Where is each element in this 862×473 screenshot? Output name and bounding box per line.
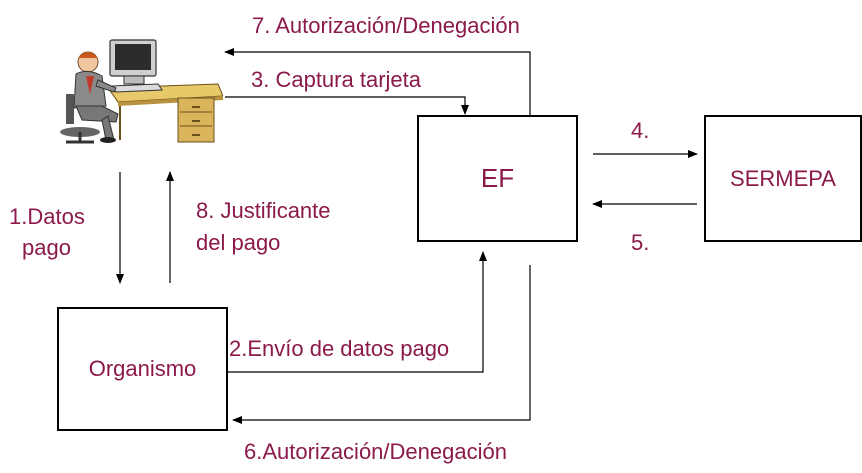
label-step3: 3. Captura tarjeta <box>251 67 421 92</box>
label-step8-line2: del pago <box>196 230 281 255</box>
sermepa-label: SERMEPA <box>730 165 836 191</box>
arrow-step6 <box>232 265 531 424</box>
sermepa-node: SERMEPA <box>704 115 862 242</box>
organismo-node: Organismo <box>57 307 228 431</box>
ef-label: EF <box>480 163 515 193</box>
label-step5: 5. <box>631 230 650 255</box>
organismo-label: Organismo <box>88 356 197 381</box>
arrow-step2 <box>228 251 487 373</box>
person-at-computer-icon <box>60 39 223 144</box>
label-step7: 7. Autorización/Denegación <box>252 13 520 38</box>
label-step6: 6.Autorización/Denegación <box>244 439 507 464</box>
label-step2: 2.Envío de datos pago <box>229 336 450 361</box>
label-step8-line1: 8. Justificante <box>196 198 331 223</box>
label-step1-line1: 1.Datos <box>9 204 85 229</box>
ef-node: EF <box>417 115 578 242</box>
label-step1-line2: pago <box>22 235 71 260</box>
arrow-step7 <box>224 48 531 115</box>
arrow-step3 <box>225 96 469 115</box>
label-step4: 4. <box>631 118 650 143</box>
